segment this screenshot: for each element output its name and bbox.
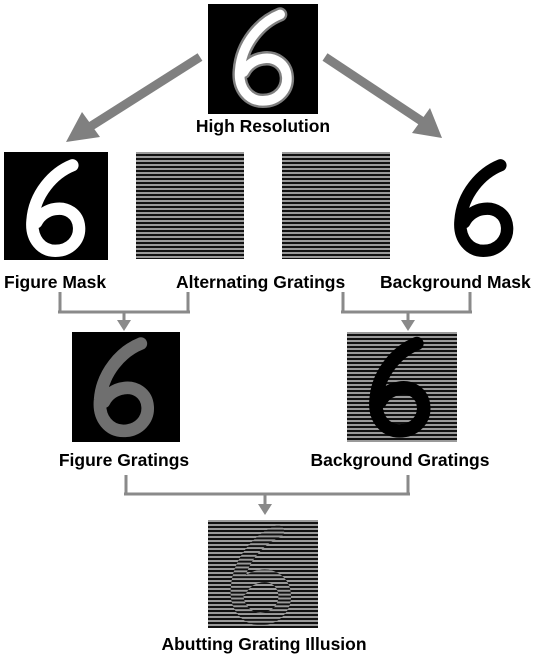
high-resolution-image: [208, 4, 318, 114]
high-resolution-label: High Resolution: [195, 116, 331, 136]
figure-gratings-label: Figure Gratings: [58, 450, 190, 470]
alternating-gratings-image: [136, 152, 244, 259]
figure-mask-label: Figure Mask: [4, 272, 107, 292]
arrowhead-background-gratings: [401, 320, 415, 331]
background-gratings-label: Background Gratings: [310, 450, 490, 470]
abutting-grating-image: [208, 520, 318, 628]
figure-gratings-image: [72, 332, 180, 442]
abutting-grating-illusion-label: Abutting Grating Illusion: [161, 634, 367, 654]
arrowhead-abutting: [258, 504, 272, 515]
connector-to-background-gratings: [341, 292, 472, 322]
arrow-to-figure-mask: [66, 53, 203, 142]
connector-to-abutting: [124, 475, 410, 506]
background-gratings-image: [347, 332, 457, 442]
background-mask-image: [432, 152, 540, 260]
arrowhead-figure-gratings: [117, 320, 131, 331]
background-mask-label: Background Mask: [380, 272, 531, 292]
connector-to-figure-gratings: [58, 292, 190, 322]
plain-gratings-image: [282, 152, 390, 259]
arrow-to-background-mask: [322, 53, 442, 138]
alternating-gratings-label: Alternating Gratings: [176, 272, 346, 292]
figure-mask-image: [4, 152, 108, 260]
